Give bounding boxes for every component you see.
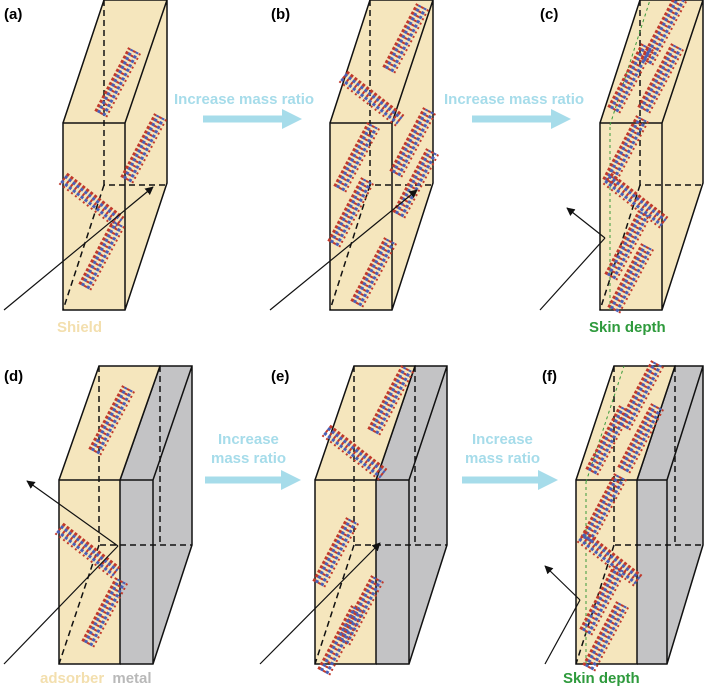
incident-wave-arrow (544, 599, 581, 665)
reflected-wave-arrow (566, 207, 606, 239)
panel-b: (b) (269, 0, 440, 311)
svg-text:adsorber metal: adsorber metal (40, 670, 152, 687)
panel-c: (c) Skin depth (539, 0, 704, 336)
increase-arrow-2: Increase mass ratio (444, 91, 584, 129)
panel-d: (d) adsorber metal (3, 365, 193, 687)
metal-side-face (153, 366, 192, 664)
increase-arrow-4: Increase mass ratio (462, 431, 558, 490)
reflected-wave-arrow (26, 480, 119, 547)
metal-front-face (120, 480, 153, 664)
arrow-label: Increase (218, 431, 279, 448)
caption-metal: metal (112, 670, 151, 687)
arrow-label: mass ratio (465, 450, 540, 467)
shield-top-face (63, 0, 167, 123)
caption-adsorber: adsorber (40, 670, 104, 687)
increase-arrow-1: Increase mass ratio (174, 91, 314, 129)
increase-arrow-3: Increase mass ratio (205, 431, 301, 490)
reflected-wave-arrow (544, 565, 581, 601)
incident-wave-arrow (539, 237, 606, 311)
arrow-label: Increase mass ratio (444, 91, 584, 108)
panel-e: (e) (259, 364, 448, 677)
panel-f: (f) Skin depth (542, 359, 704, 687)
panel-a: (a) Shield (3, 0, 168, 336)
caption-skin-depth: Skin depth (563, 670, 640, 687)
caption-skin-depth: Skin depth (589, 319, 666, 336)
incident-wave-arrow (3, 186, 154, 311)
panel-label-f: (f) (542, 368, 557, 385)
panel-label-b: (b) (271, 6, 290, 23)
arrow-label: Increase (472, 431, 533, 448)
metal-top-face (120, 366, 192, 480)
panel-label-d: (d) (4, 368, 23, 385)
panel-label-c: (c) (540, 6, 558, 23)
panel-label-e: (e) (271, 368, 289, 385)
panel-label-a: (a) (4, 6, 22, 23)
arrow-label: mass ratio (211, 450, 286, 467)
incident-wave-arrow (269, 189, 418, 311)
shield-side-face (125, 0, 167, 310)
incident-wave-arrow (259, 542, 381, 665)
caption-shield: Shield (57, 319, 102, 336)
arrow-label: Increase mass ratio (174, 91, 314, 108)
incident-wave-arrow (3, 545, 119, 665)
